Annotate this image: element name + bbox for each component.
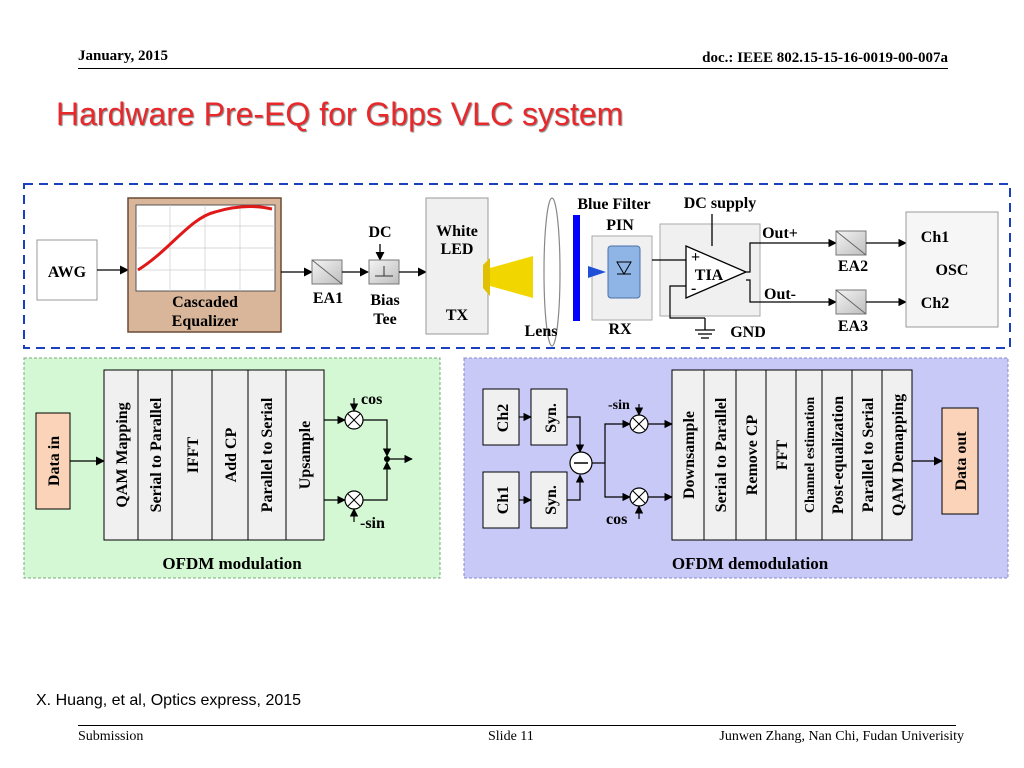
blue-filter <box>573 215 580 321</box>
mod-mixer-cos <box>344 410 364 430</box>
footer-submission: Submission <box>78 729 144 744</box>
led-beam <box>490 256 533 298</box>
svg-text:FFT: FFT <box>774 440 791 471</box>
blue-filter-label: Blue Filter <box>577 196 650 213</box>
svg-text:Ch1: Ch1 <box>495 486 512 514</box>
osc-ch2-label: Ch2 <box>921 295 949 312</box>
tx-label: TX <box>446 307 469 324</box>
demod-cos-label: cos <box>606 511 627 528</box>
pin-photodiode <box>607 245 641 299</box>
svg-text:QAM Mapping: QAM Mapping <box>114 402 131 507</box>
out-plus-label: Out+ <box>762 225 798 242</box>
demod-ch2-box: Ch2 <box>482 388 520 446</box>
out-minus-label: Out- <box>764 286 796 303</box>
svg-text:Syn.: Syn. <box>543 403 560 433</box>
ea1-label: EA1 <box>313 290 343 307</box>
footer-slide-number: Slide 11 <box>488 729 534 744</box>
awg-box <box>36 239 98 301</box>
header-date: January, 2015 <box>78 48 169 64</box>
ea3-label: EA3 <box>838 318 868 335</box>
demod-block-channel-estimation: Channel estimation <box>795 369 823 541</box>
slide-title: Hardware Pre-EQ for Gbps VLC system <box>56 96 624 132</box>
demod-block-parallel-to-serial: Parallel to Serial <box>851 369 883 541</box>
led-emitter <box>483 258 490 296</box>
dc-label: DC <box>368 224 391 241</box>
pin-label: PIN <box>606 217 634 234</box>
ofdm-modulation-label: OFDM modulation <box>162 554 302 573</box>
mod-block-ifft: IFFT <box>171 369 213 541</box>
svg-text:Channel estimation: Channel estimation <box>803 397 818 514</box>
mod-block-qam-mapping: QAM Mapping <box>103 369 139 541</box>
demod-subtractor <box>569 451 593 475</box>
rx-label: RX <box>608 321 632 338</box>
tia-label: TIA <box>695 267 724 284</box>
equalizer-label-2: Equalizer <box>172 313 239 330</box>
dc-supply-label: DC supply <box>684 195 756 212</box>
ofdm-demodulation-label: OFDM demodulation <box>672 554 829 573</box>
svg-text:Serial to Parallel: Serial to Parallel <box>148 397 165 512</box>
tx-white-led <box>425 197 489 335</box>
header-doc-id: doc.: IEEE 802.15-15-16-0019-00-007a <box>702 50 948 66</box>
osc-label: OSC <box>936 262 969 279</box>
ea2-label: EA2 <box>838 258 868 275</box>
mod-block-serial-to-parallel: Serial to Parallel <box>137 369 173 541</box>
lens-label: Lens <box>525 323 558 340</box>
tia-plus: + <box>691 249 700 266</box>
mod-cos-label: cos <box>361 391 382 408</box>
tia-amplifier <box>685 245 748 299</box>
svg-text:Syn.: Syn. <box>543 485 560 515</box>
equalizer-response-curve <box>137 205 273 272</box>
footer-rule <box>78 725 956 726</box>
oscilloscope <box>905 211 999 328</box>
demod-block-post-equalization: Post-equalization <box>821 369 853 541</box>
white-led-label-2: LED <box>441 241 474 258</box>
demod-ch1-box: Ch1 <box>482 471 520 529</box>
awg-label: AWG <box>48 264 87 281</box>
svg-text:QAM Demapping: QAM Demapping <box>890 394 907 516</box>
mod-block-parallel-to-serial: Parallel to Serial <box>247 369 287 541</box>
mod-block-add-cp: Add CP <box>211 369 249 541</box>
svg-text:Add CP: Add CP <box>223 427 240 482</box>
osc-ch1-label: Ch1 <box>921 229 949 246</box>
demod-sin-label: -sin <box>608 398 630 413</box>
white-led-label-1: White <box>436 223 478 240</box>
demod-mixer-sin <box>629 414 649 434</box>
demod-syn-box-1: Syn. <box>530 388 568 446</box>
demod-block-fft: FFT <box>765 369 797 541</box>
svg-text:Serial to Parallel: Serial to Parallel <box>713 397 730 512</box>
mod-mixer-sin <box>344 490 364 510</box>
data-out-label: Data out <box>953 431 970 491</box>
svg-text:Upsample: Upsample <box>297 421 314 489</box>
data-in-box <box>35 412 71 510</box>
tia-minus: - <box>691 280 696 297</box>
svg-text:Parallel to Serial: Parallel to Serial <box>860 397 877 512</box>
svg-text:Parallel to Serial: Parallel to Serial <box>259 397 276 512</box>
demod-block-serial-to-parallel: Serial to Parallel <box>703 369 737 541</box>
demod-mixer-cos <box>629 487 649 507</box>
svg-text:Remove CP: Remove CP <box>744 415 761 496</box>
demod-block-remove-cp: Remove CP <box>735 369 767 541</box>
demod-block-qam-demapping: QAM Demapping <box>881 369 913 541</box>
gnd-label: GND <box>730 324 766 341</box>
system-frame <box>23 183 1011 349</box>
data-in-label: Data in <box>46 436 63 486</box>
svg-text:Downsample: Downsample <box>681 411 698 499</box>
rx-input-arrow <box>588 266 606 278</box>
equalizer-label-1: Cascaded <box>172 294 238 311</box>
demod-syn-box-2: Syn. <box>530 471 568 529</box>
lens <box>543 197 561 347</box>
svg-text:IFFT: IFFT <box>185 436 202 473</box>
data-out-box <box>941 407 979 515</box>
mod-sin-label: -sin <box>360 515 385 532</box>
bias-tee-label-2: Tee <box>373 311 396 328</box>
svg-text:Ch2: Ch2 <box>495 404 512 432</box>
bias-tee-label-1: Bias <box>370 292 399 309</box>
mod-block-upsample: Upsample <box>285 369 325 541</box>
header-rule <box>78 68 948 69</box>
demod-block-downsample: Downsample <box>671 369 705 541</box>
footer-authors: Junwen Zhang, Nan Chi, Fudan Univerisity <box>719 729 964 744</box>
svg-text:Post-equalization: Post-equalization <box>830 396 847 514</box>
citation: X. Huang, et al, Optics express, 2015 <box>36 692 302 709</box>
